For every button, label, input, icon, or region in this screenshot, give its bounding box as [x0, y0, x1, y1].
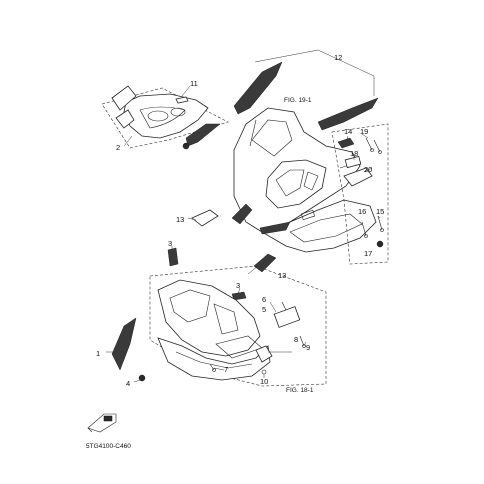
fig-ref-rear: FIG. 19-1 [284, 97, 312, 104]
callout-2: 2 [116, 143, 120, 152]
part-2-fastener [182, 142, 190, 150]
part-8-bracket[interactable] [255, 345, 273, 363]
callout-19: 19 [360, 127, 368, 136]
part-17-grommet[interactable] [376, 240, 384, 248]
part-11-emblem[interactable] [175, 96, 189, 104]
callout-1: 1 [96, 349, 100, 358]
part-1-decal[interactable] [111, 317, 137, 371]
callout-8: 8 [294, 335, 298, 344]
callout-12: 12 [334, 53, 342, 62]
part-12-decal-left[interactable] [233, 61, 283, 115]
part-12-decal-right[interactable] [317, 97, 379, 131]
callout-18: 18 [350, 149, 358, 158]
rear-detail-dashed-box [331, 123, 389, 265]
part-2-decal [185, 123, 221, 147]
leader-lines [106, 85, 381, 383]
catalog-code: 5TG4100-C460 [86, 443, 131, 450]
callout-16: 16 [358, 207, 366, 216]
callout-7: 7 [224, 365, 228, 374]
callout-14: 14 [344, 127, 352, 136]
rear-fender-seat-well[interactable] [265, 159, 327, 209]
part-18-plate[interactable] [344, 155, 362, 169]
callout-4: 4 [126, 379, 130, 388]
callout-13-upper: 13 [176, 215, 184, 224]
callout-9: 9 [306, 343, 310, 352]
callout-11: 11 [190, 79, 198, 88]
front-fender-top[interactable] [157, 279, 261, 357]
front-fender-assembly [111, 265, 327, 387]
part-3-badge-upper[interactable] [167, 247, 179, 267]
rear-small-parts [300, 137, 384, 248]
part-14-decal[interactable] [337, 137, 355, 149]
part-4-fastener[interactable] [138, 374, 146, 382]
part-2-flap[interactable] [111, 85, 137, 111]
callout-6: 6 [262, 295, 266, 304]
callout-20: 20 [364, 165, 372, 174]
callout-13-lower: 13 [278, 271, 286, 280]
part-20-cover[interactable] [343, 167, 373, 187]
callouts: 11 2 12 14 19 18 20 16 15 17 13 13 3 3 6… [96, 53, 384, 388]
rear-side-decal [231, 203, 253, 225]
front-direction-icon [87, 413, 117, 433]
callout-10: 10 [260, 377, 268, 386]
front-dashed-box [149, 265, 327, 387]
part-2-group [101, 85, 229, 150]
part-12-decals [233, 49, 379, 131]
callout-15: 15 [376, 207, 384, 216]
part-13-decal-upper[interactable] [191, 209, 219, 227]
callout-3-upper: 3 [168, 239, 172, 248]
callout-5: 5 [262, 305, 266, 314]
callout-17: 17 [364, 249, 372, 258]
fig-ref-front: FIG. 18-1 [286, 387, 314, 394]
callout-3-lower: 3 [236, 281, 240, 290]
part-5-plate[interactable] [273, 306, 301, 328]
